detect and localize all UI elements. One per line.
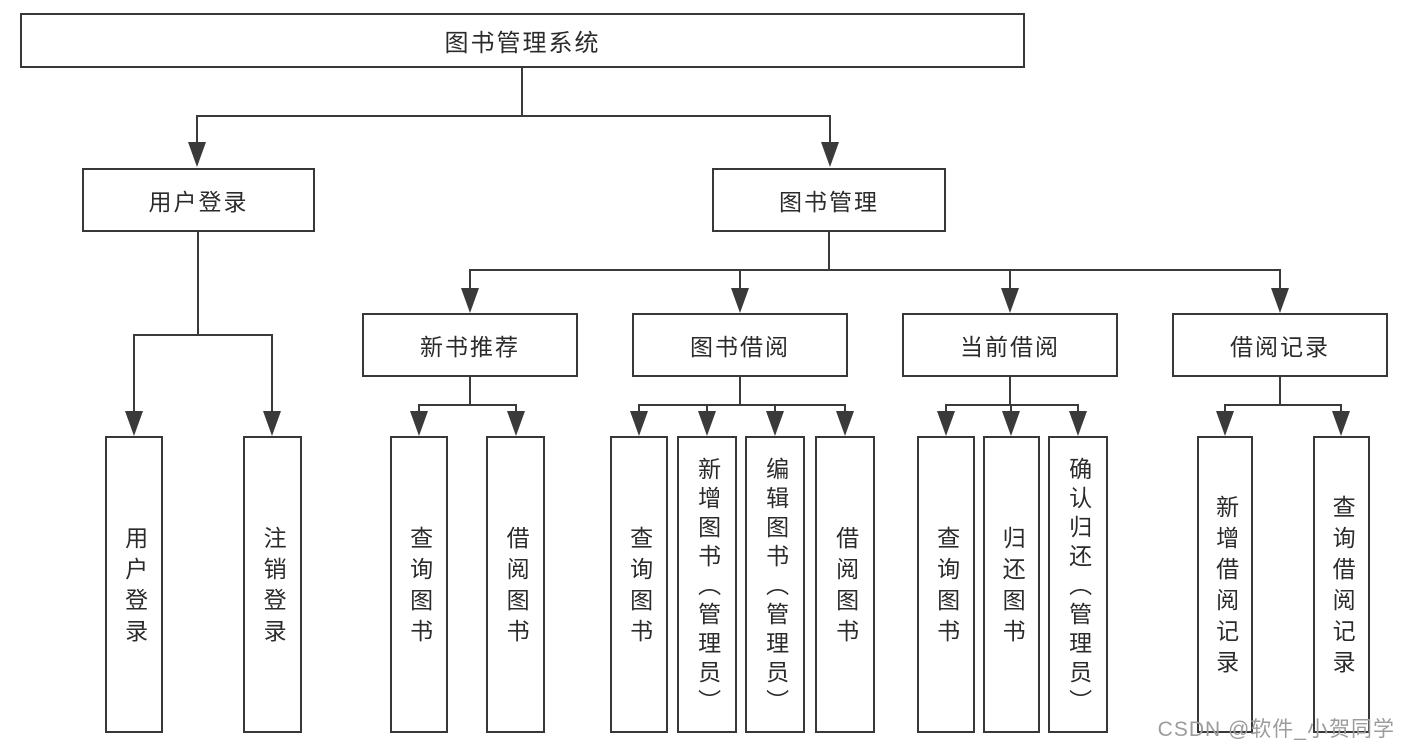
leaf-borrow-book-recommend: 借阅图书 [486, 436, 545, 733]
leaf-return-book: 归还图书 [983, 436, 1040, 733]
node-new-book-recommend: 新书推荐 [362, 313, 578, 377]
leaf-confirm-return-admin: 确认归还（管理员） [1048, 436, 1108, 733]
csdn-watermark: CSDN @软件_小贺同学 [1157, 718, 1395, 741]
arrowheads [125, 142, 1350, 436]
leaf-query-book-recommend: 查询图书 [390, 436, 448, 733]
leaf-borrow-book: 借阅图书 [815, 436, 875, 733]
node-root: 图书管理系统 [20, 13, 1025, 68]
leaf-query-book-current: 查询图书 [917, 436, 975, 733]
node-user-login: 用户登录 [82, 168, 315, 232]
node-book-borrow: 图书借阅 [632, 313, 848, 377]
node-book-management: 图书管理 [712, 168, 946, 232]
leaf-add-book-admin: 新增图书（管理员） [677, 436, 737, 733]
leaf-edit-book-admin: 编辑图书（管理员） [745, 436, 805, 733]
leaf-add-borrow-record: 新增借阅记录 [1197, 436, 1253, 733]
leaf-logout: 注销登录 [243, 436, 302, 733]
leaf-query-borrow-record: 查询借阅记录 [1313, 436, 1370, 733]
node-current-borrow: 当前借阅 [902, 313, 1118, 377]
leaf-query-book-borrow: 查询图书 [610, 436, 668, 733]
leaf-user-login: 用户登录 [105, 436, 163, 733]
node-borrow-records: 借阅记录 [1172, 313, 1388, 377]
